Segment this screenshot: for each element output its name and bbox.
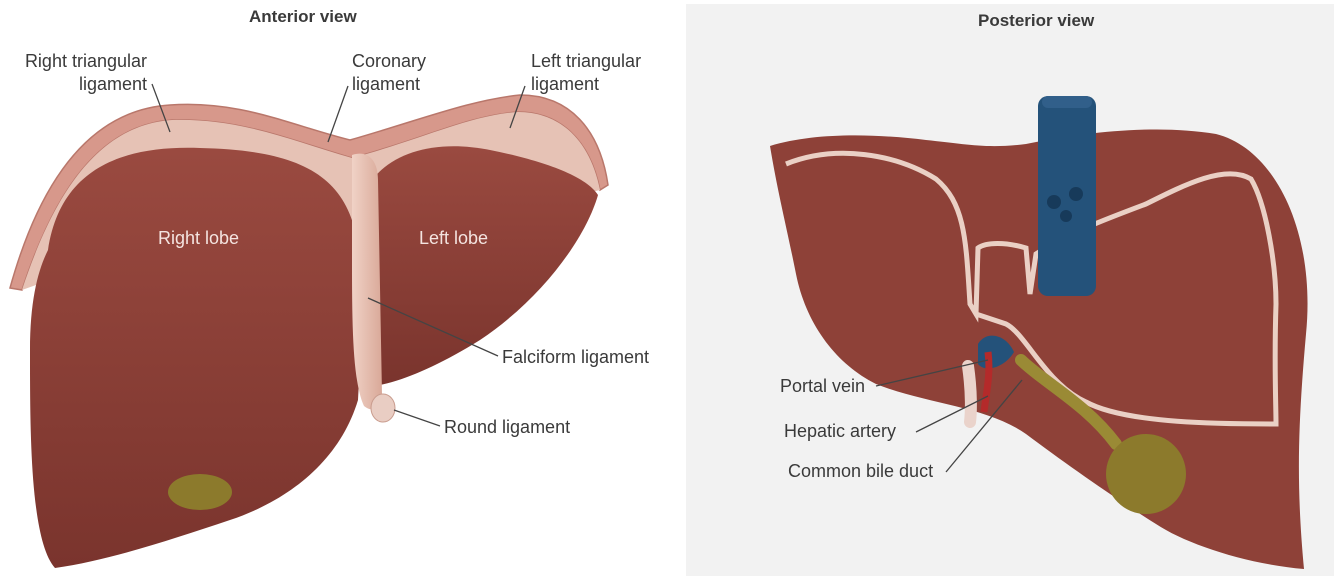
posterior-title: Posterior view <box>978 11 1095 30</box>
label-coronary-line2: ligament <box>352 74 421 94</box>
leader-right-triangular <box>151 83 171 133</box>
gallbladder-anterior-shape <box>168 474 232 510</box>
label-right-lobe: Right lobe <box>158 228 240 248</box>
label-common-bile-duct: Common bile duct <box>788 461 934 481</box>
bare-area-outline <box>785 150 1279 427</box>
label-coronary-ligament: Coronary ligament <box>352 50 426 96</box>
label-right-triangular-ligament: Right triangular ligament <box>12 50 147 96</box>
label-left-triangular-ligament: Left triangular ligament <box>531 50 641 96</box>
common-bile-duct-shape <box>1015 354 1122 450</box>
leader-left-triangular <box>509 85 526 129</box>
leader-falciform <box>367 297 499 357</box>
leader-hepatic-artery <box>915 395 989 433</box>
anterior-liver-illustration <box>9 94 609 568</box>
label-left-triangular-line2: ligament <box>531 74 600 94</box>
posterior-liver-illustration <box>770 96 1308 569</box>
leader-coronary <box>327 85 349 143</box>
falciform-shape <box>352 153 383 410</box>
leader-portal-vein <box>875 359 989 387</box>
inferior-vena-cava-shape <box>1038 96 1096 296</box>
gallbladder-shape <box>1106 434 1186 514</box>
posterior-leader-lines <box>875 359 1023 473</box>
label-portal-vein: Portal vein <box>780 376 866 396</box>
label-falciform-ligament: Falciform ligament <box>502 347 650 367</box>
right-lobe-shape <box>30 147 362 568</box>
label-coronary-line1: Coronary <box>352 51 427 71</box>
anterior-leader-lines <box>151 83 526 427</box>
label-left-lobe: Left lobe <box>419 228 489 248</box>
label-right-triangular-line2: ligament <box>78 74 147 94</box>
anterior-title: Anterior view <box>249 7 357 26</box>
label-round-ligament: Round ligament <box>444 417 571 437</box>
round-ligament-posterior <box>962 360 977 428</box>
label-hepatic-artery: Hepatic artery <box>784 421 897 441</box>
anterior-panel: Anterior view Right triangular ligament … <box>9 7 650 568</box>
leader-common-bile-duct <box>945 379 1023 473</box>
label-left-triangular-line1: Left triangular <box>531 51 642 71</box>
hepatic-artery-shape <box>980 351 993 413</box>
posterior-panel: Posterior view Portal vein Hepatic arter… <box>686 4 1334 576</box>
leader-round <box>393 409 441 427</box>
label-right-triangular-line1: Right triangular <box>24 51 147 71</box>
round-ligament-shape <box>370 393 396 423</box>
